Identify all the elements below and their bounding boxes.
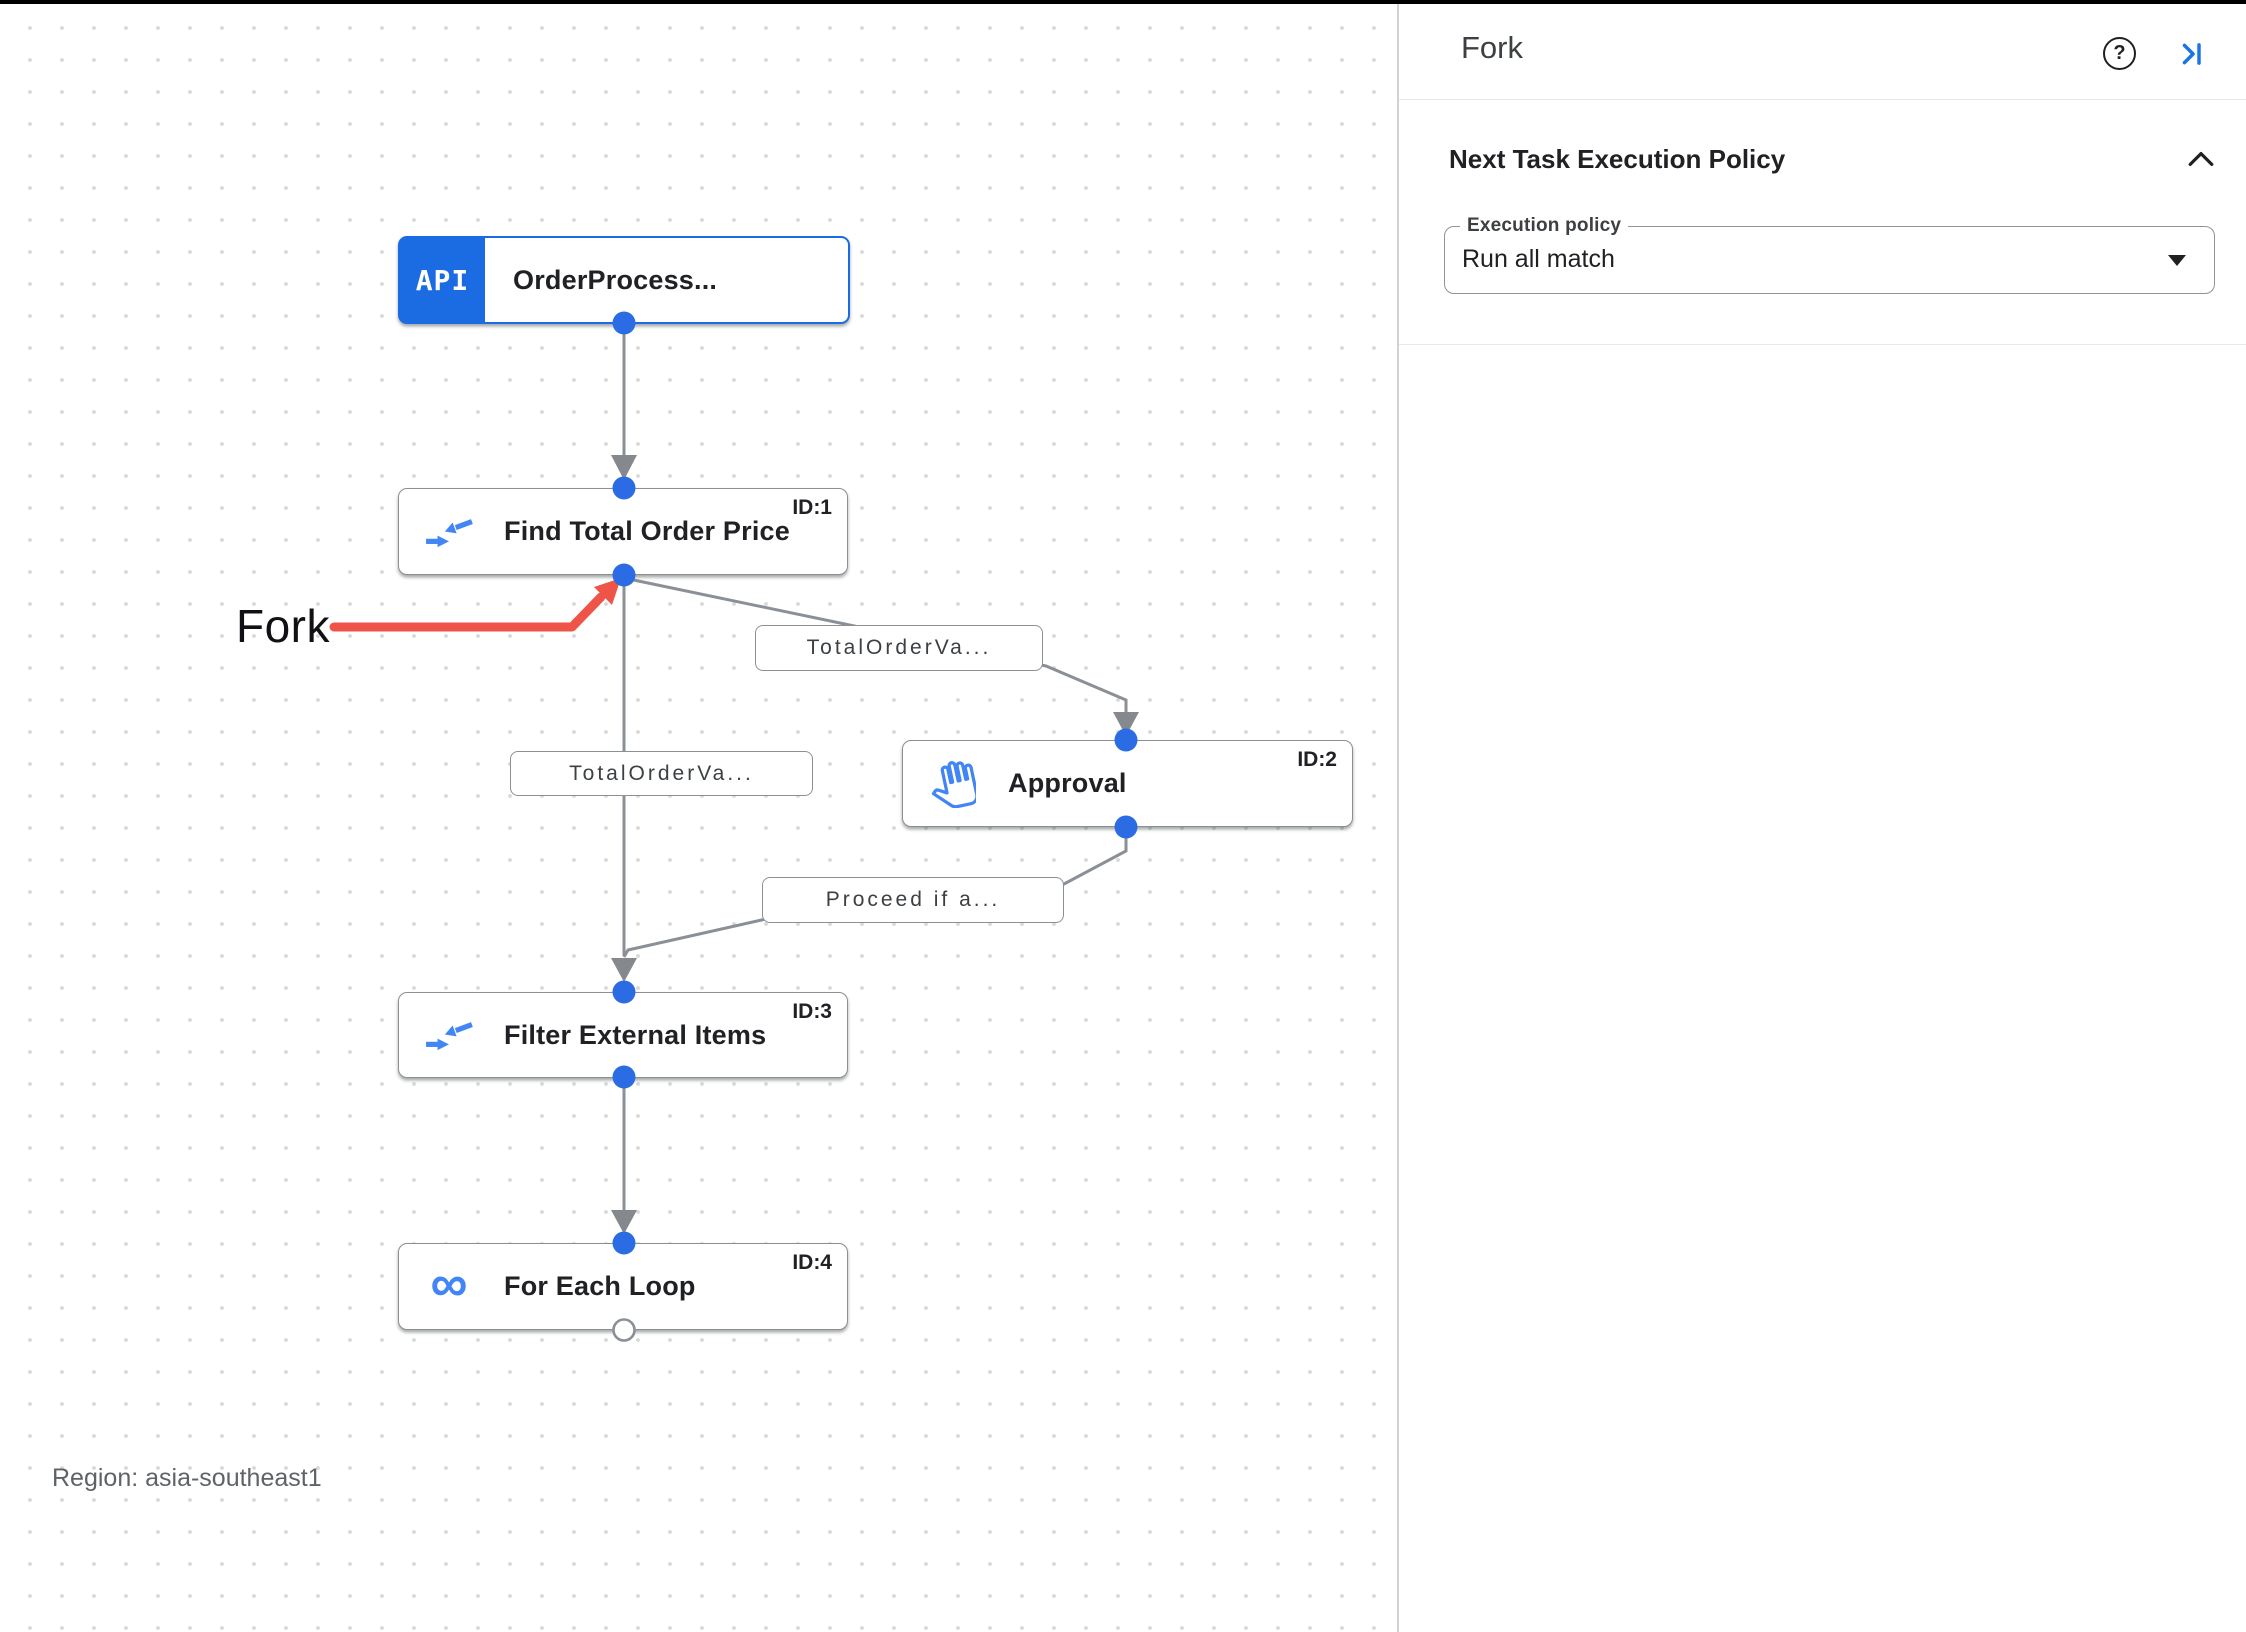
config-panel: Fork ? Next Task Execution Policy Execut… <box>1397 0 2246 1632</box>
api-trigger-badge: API <box>400 238 485 322</box>
edge-label-total-order-right[interactable]: TotalOrderVa... <box>755 625 1043 671</box>
edge-label-total-order-left[interactable]: TotalOrderVa... <box>510 751 813 796</box>
node-label: OrderProcess... <box>513 264 718 295</box>
node-label: Approval <box>1008 768 1127 798</box>
hand-approval-icon <box>926 760 980 808</box>
node-label: For Each Loop <box>504 1271 696 1301</box>
section-divider <box>1399 344 2246 345</box>
flow-canvas[interactable]: API OrderProcess... Find Total Order Pri… <box>0 0 1397 1632</box>
panel-title: Fork <box>1461 30 1523 65</box>
edge-label-proceed-if[interactable]: Proceed if a... <box>762 877 1064 923</box>
arrowhead <box>1113 712 1139 736</box>
data-mapping-icon <box>422 514 476 550</box>
execution-policy-value: Run all match <box>1462 245 1615 273</box>
collapse-panel-icon[interactable] <box>2178 40 2206 73</box>
chevron-up-icon[interactable] <box>2187 150 2215 173</box>
panel-header-divider <box>1399 99 2246 100</box>
execution-policy-select[interactable]: Execution policy Run all match <box>1444 215 2215 294</box>
infinity-loop-icon: ∞ <box>430 1254 468 1313</box>
node-id-tag: ID:3 <box>792 1000 832 1023</box>
node-label: Filter External Items <box>504 1019 767 1050</box>
execution-policy-label: Execution policy <box>1460 215 1629 237</box>
node-label: Find Total Order Price <box>504 516 790 546</box>
node-id-tag: ID:2 <box>1297 748 1337 771</box>
data-mapping-icon <box>422 1017 476 1053</box>
arrowhead <box>611 958 637 982</box>
help-icon[interactable]: ? <box>2103 37 2136 70</box>
node-id-tag: ID:1 <box>792 496 832 519</box>
dropdown-arrow-icon <box>2168 255 2186 266</box>
top-window-bar <box>0 0 2246 4</box>
region-label: Region: asia-southeast1 <box>52 1464 322 1492</box>
fork-annotation-label: Fork <box>236 600 330 652</box>
node-filter-external-items[interactable]: Filter External Items ID:3 <box>398 992 848 1078</box>
section-heading: Next Task Execution Policy <box>1449 144 1786 174</box>
node-for-each-loop[interactable]: ∞ For Each Loop ID:4 <box>398 1243 848 1330</box>
node-id-tag: ID:4 <box>792 1251 832 1274</box>
edge-fork-right <box>623 576 1128 713</box>
arrowhead <box>611 1210 637 1234</box>
node-find-total-order-price[interactable]: Find Total Order Price ID:1 <box>398 488 848 575</box>
arrowhead <box>611 455 637 480</box>
node-order-process-trigger[interactable]: API OrderProcess... <box>398 236 850 324</box>
node-approval[interactable]: Approval ID:2 <box>902 740 1353 827</box>
